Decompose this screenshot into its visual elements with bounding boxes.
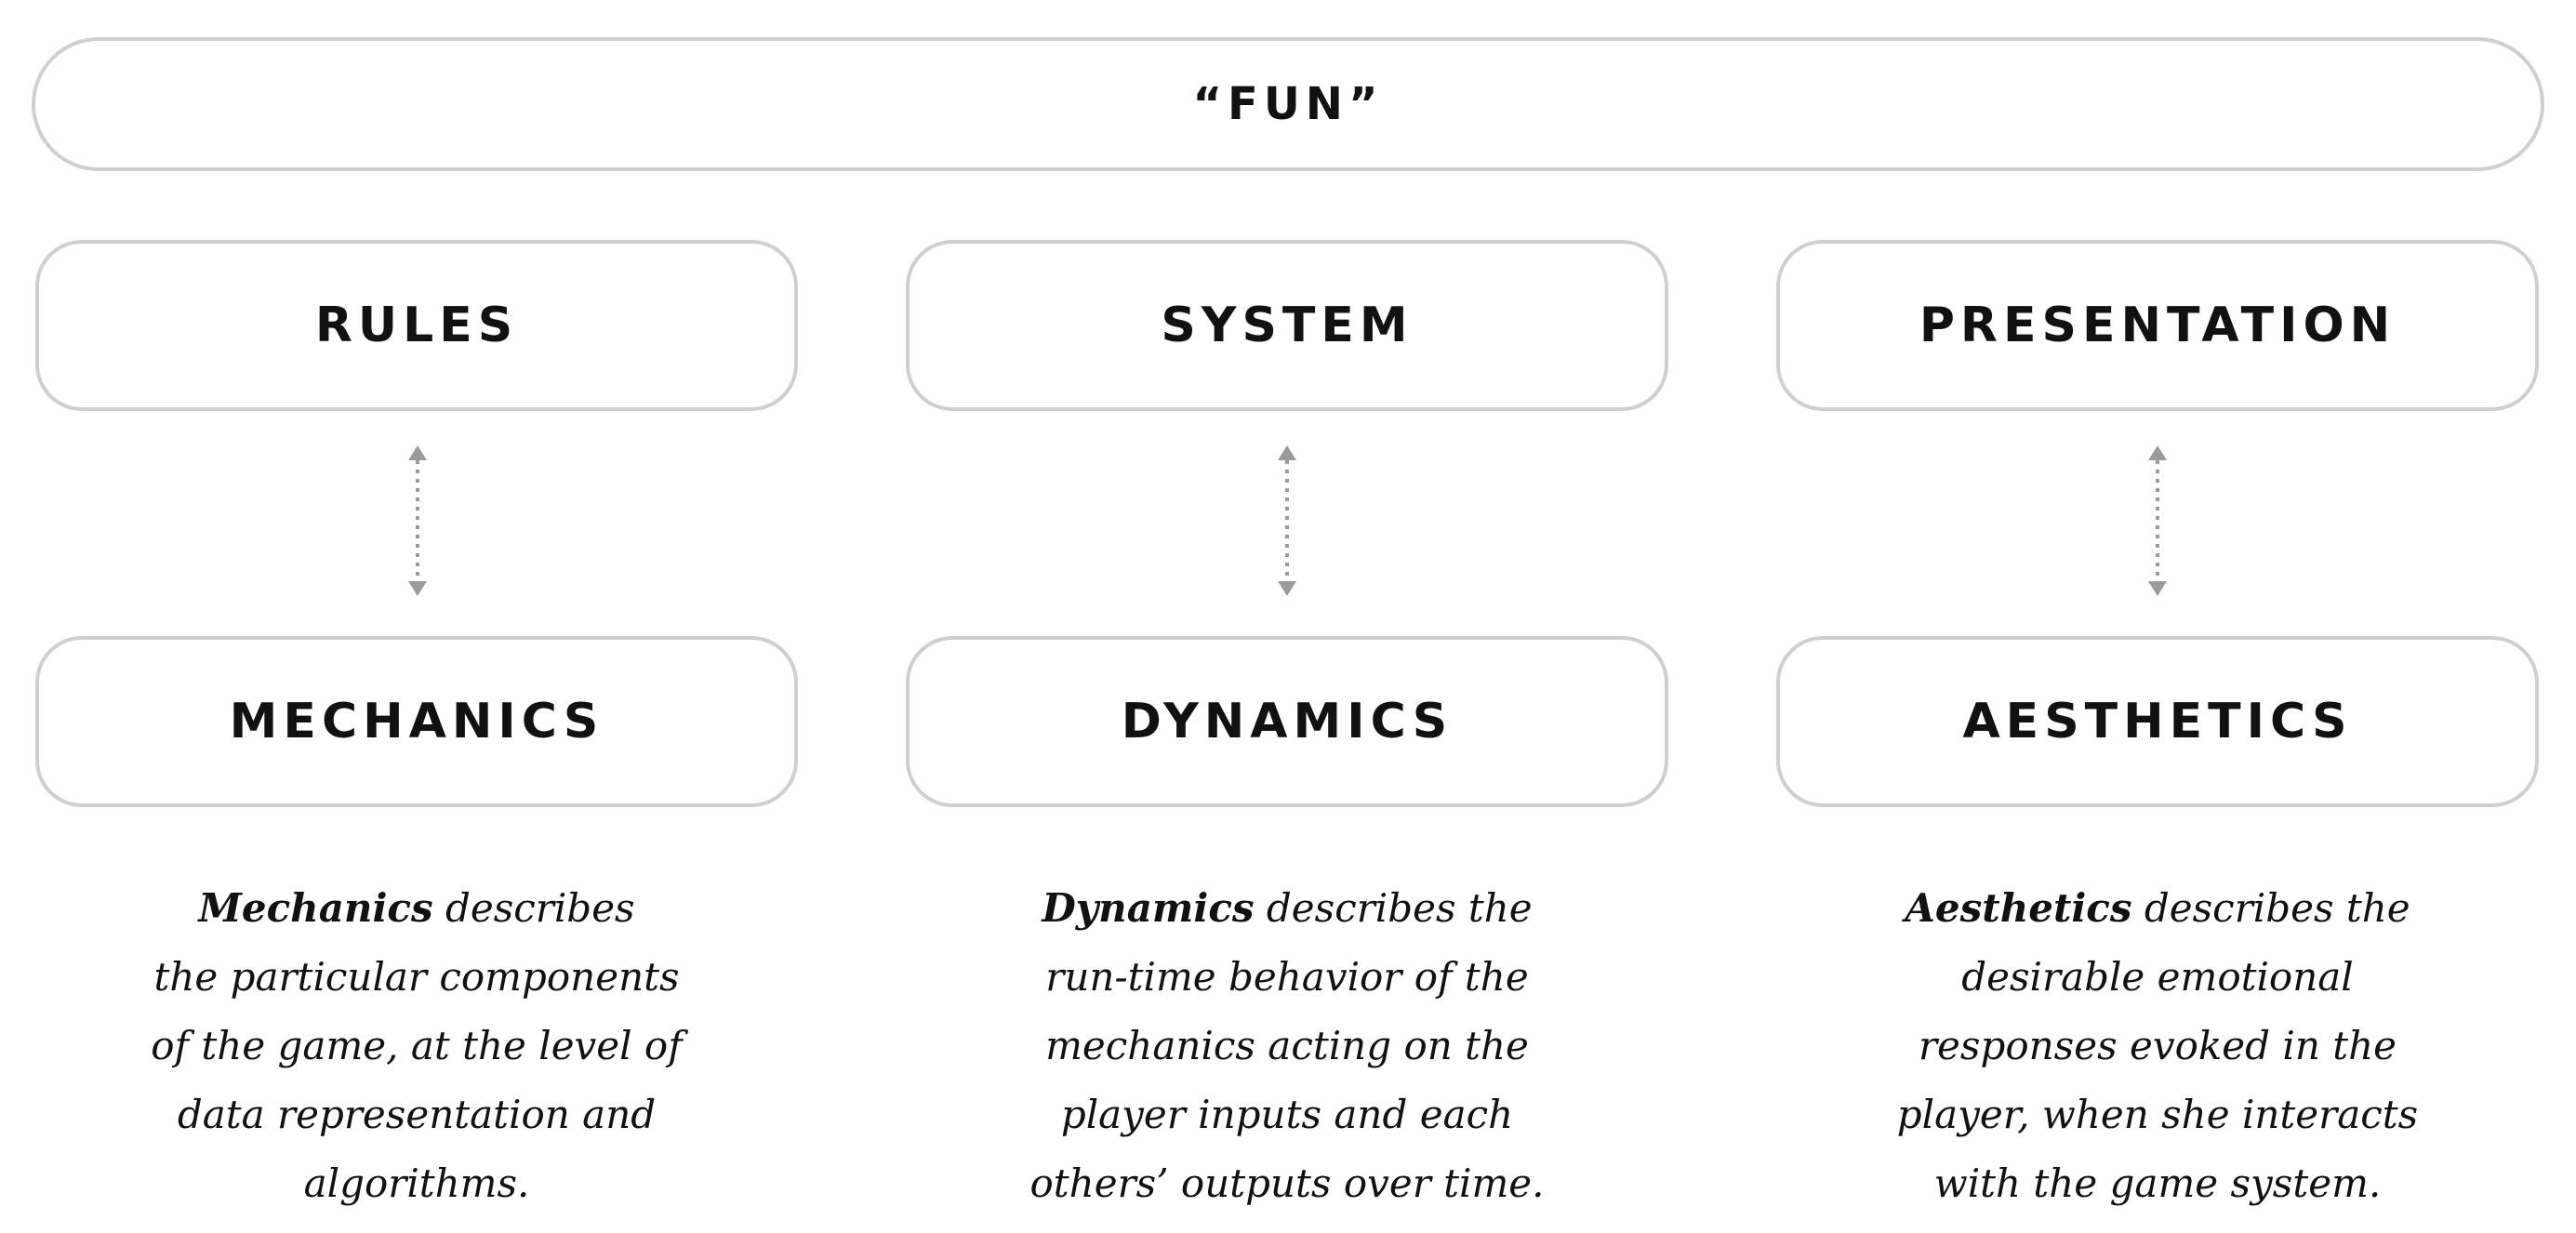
desc-line: desirable emotional [1961, 954, 2354, 1000]
desc-line: algorithms. [303, 1160, 530, 1206]
desc-line: player, when she interacts [1896, 1092, 2419, 1137]
desc-line: with the game system. [1933, 1160, 2382, 1206]
desc-line: data representation and [177, 1092, 657, 1137]
mechanics-label: MECHANICS [229, 694, 604, 749]
mechanics-description: Mechanics describes the particular compo… [17, 874, 817, 1218]
desc-line: run-time behavior of the [1045, 954, 1529, 1000]
double-arrow-rules-mechanics [408, 445, 427, 596]
dynamics-description: Dynamics describes the run-time behavior… [887, 874, 1687, 1218]
desc-first-rest: describes the [2131, 885, 2410, 931]
double-arrow-presentation-aesthetics [2148, 445, 2167, 596]
desc-term: Dynamics [1042, 885, 1255, 931]
desc-line: others’ outputs over time. [1029, 1160, 1545, 1206]
desc-line: responses evoked in the [1918, 1023, 2397, 1068]
fun-label: “FUN” [1192, 78, 1384, 130]
desc-first-rest: describes the [1254, 885, 1533, 931]
desc-line-1: Mechanics describes [17, 874, 817, 943]
desc-line: the particular components [153, 954, 680, 1000]
desc-line: of the game, at the level of [151, 1023, 683, 1068]
dynamics-label: DYNAMICS [1121, 694, 1454, 749]
desc-term: Mechanics [198, 885, 433, 931]
aesthetics-box: AESTHETICS [1776, 636, 2539, 807]
desc-line: mechanics acting on the [1045, 1023, 1529, 1068]
desc-first-rest: describes [432, 885, 635, 931]
desc-term: Aesthetics [1905, 885, 2132, 931]
desc-line-1: Aesthetics describes the [1758, 874, 2557, 943]
double-arrow-system-dynamics [1278, 445, 1296, 596]
fun-box: “FUN” [32, 37, 2544, 171]
presentation-label: PRESENTATION [1919, 298, 2397, 353]
mechanics-box: MECHANICS [35, 636, 798, 807]
rules-box: RULES [35, 240, 798, 411]
dynamics-box: DYNAMICS [906, 636, 1668, 807]
desc-line: player inputs and each [1060, 1092, 1514, 1137]
rules-label: RULES [314, 298, 519, 353]
system-label: SYSTEM [1161, 298, 1414, 353]
system-box: SYSTEM [906, 240, 1668, 411]
aesthetics-label: AESTHETICS [1962, 694, 2353, 749]
aesthetics-description: Aesthetics describes the desirable emoti… [1758, 874, 2557, 1218]
desc-line-1: Dynamics describes the [887, 874, 1687, 943]
presentation-box: PRESENTATION [1776, 240, 2539, 411]
